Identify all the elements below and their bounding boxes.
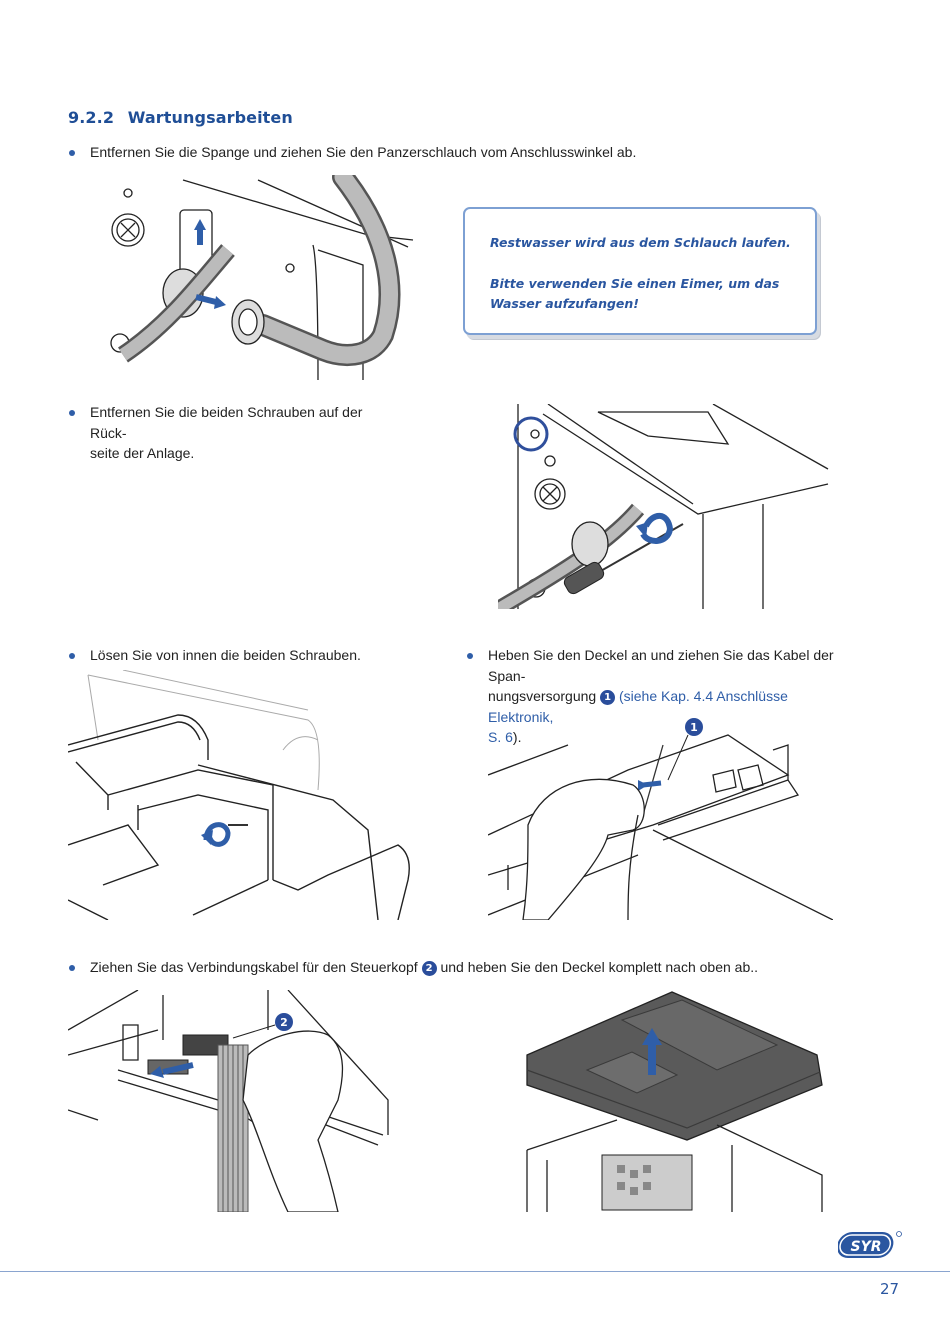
page-number: 27	[880, 1280, 900, 1298]
link-chapter-4-4[interactable]: (siehe Kap. 4.4 Anschlüsse Elektronik,	[488, 688, 788, 725]
bullet-icon	[69, 150, 75, 156]
callout-2: 2	[280, 1016, 288, 1029]
figure-control-cable: 2	[68, 990, 398, 1212]
figure-inside-screws	[68, 670, 413, 920]
step-2: Entfernen Sie die beiden Schrauben auf d…	[69, 402, 390, 464]
step-3-text: Lösen Sie von innen die beiden Schrauben…	[90, 647, 361, 663]
step-4-line-3-post: ).	[512, 729, 522, 745]
syr-logo: SYR	[838, 1229, 902, 1261]
callout-1: 1	[690, 721, 698, 734]
step-1-text: Entfernen Sie die Spange und ziehen Sie …	[90, 144, 637, 160]
bullet-icon	[467, 653, 473, 659]
logo-text: SYR	[850, 1239, 881, 1255]
notice-box: Restwasser wird aus dem Schlauch laufen.…	[463, 207, 817, 335]
marker-1-icon: 1	[600, 690, 616, 705]
section-title: Wartungsarbeiten	[127, 108, 293, 127]
footer-divider	[0, 1271, 950, 1272]
step-4-line-1: Heben Sie den Deckel an und ziehen Sie d…	[488, 647, 834, 684]
marker-2-icon: 2	[421, 961, 437, 976]
notice-line-2: Bitte verwenden Sie einen Eimer, um das …	[490, 276, 780, 311]
step-5-pre: Ziehen Sie das Verbindungskabel für den …	[90, 959, 418, 975]
section-heading: 9.2.2 Wartungsarbeiten	[68, 108, 293, 127]
step-5-post: und heben Sie den Deckel komplett nach o…	[440, 959, 759, 975]
step-2-line-2: seite der Anlage.	[90, 445, 195, 461]
bullet-icon	[69, 653, 75, 659]
figure-lift-lid	[522, 990, 827, 1212]
figure-rear-screws	[498, 404, 831, 609]
bullet-icon	[69, 965, 75, 971]
step-4-line-2-pre: nungsversorgung	[488, 688, 597, 704]
bullet-icon	[69, 410, 75, 416]
figure-power-cable: 1	[488, 715, 833, 920]
step-5: Ziehen Sie das Verbindungskabel für den …	[69, 957, 810, 978]
link-page-6[interactable]: S. 6	[488, 729, 513, 745]
step-1: Entfernen Sie die Spange und ziehen Sie …	[69, 142, 790, 163]
step-4: Heben Sie den Deckel an und ziehen Sie d…	[467, 645, 838, 748]
step-3: Lösen Sie von innen die beiden Schrauben…	[69, 645, 430, 666]
notice-line-1: Restwasser wird aus dem Schlauch laufen.	[490, 235, 791, 250]
section-number: 9.2.2	[68, 108, 115, 127]
step-2-line-1: Entfernen Sie die beiden Schrauben auf d…	[90, 404, 363, 441]
figure-remove-hose	[108, 175, 423, 380]
